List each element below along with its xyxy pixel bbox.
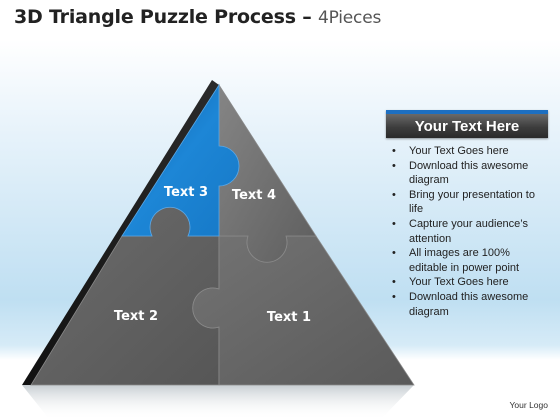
piece-label-text-1: Text 1 bbox=[267, 310, 311, 325]
bullet-item: All images are 100% editable in power po… bbox=[386, 246, 548, 275]
text-panel: Your Text Here Your Text Goes here Downl… bbox=[386, 110, 548, 319]
piece-label-text-4: Text 4 bbox=[232, 188, 276, 203]
piece-label-text-3: Text 3 bbox=[164, 185, 208, 200]
title-main: 3D Triangle Puzzle Process – bbox=[14, 6, 312, 28]
bullet-item: Download this awesome diagram bbox=[386, 290, 548, 319]
floor-reflection bbox=[22, 385, 414, 420]
bullet-item: Capture your audience’s attention bbox=[386, 217, 548, 246]
page-title: 3D Triangle Puzzle Process – 4Pieces bbox=[14, 6, 381, 28]
left-edge-3d bbox=[22, 80, 219, 385]
piece-label-text-2: Text 2 bbox=[114, 309, 158, 324]
title-sub: 4Pieces bbox=[317, 8, 382, 28]
bullet-item: Download this awesome diagram bbox=[386, 159, 548, 188]
bullet-item: Bring your presentation to life bbox=[386, 188, 548, 217]
panel-header: Your Text Here bbox=[386, 110, 548, 138]
bullet-item: Your Text Goes here bbox=[386, 275, 548, 290]
bullet-list: Your Text Goes here Download this awesom… bbox=[386, 144, 548, 319]
bullet-item: Your Text Goes here bbox=[386, 144, 548, 159]
logo-placeholder: Your Logo bbox=[509, 400, 548, 410]
puzzle-piece-text-3[interactable] bbox=[121, 83, 240, 237]
